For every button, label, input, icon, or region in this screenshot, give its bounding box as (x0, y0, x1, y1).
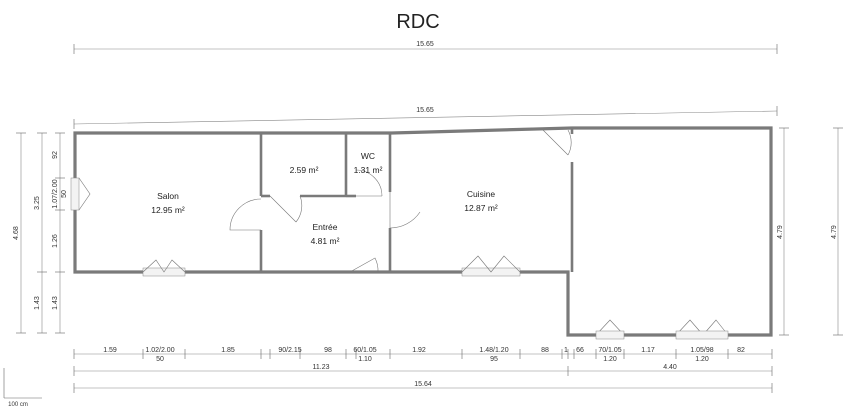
window-salon-bottom-sash (142, 259, 186, 273)
bottom-dim-row3: 15.64 (414, 381, 432, 388)
top-dimension-inner: 15.65 (73, 106, 778, 129)
bottom-row1-sublabel: 1.10 (358, 356, 372, 363)
bottom-row1-sublabel: 1.20 (603, 356, 617, 363)
bottom-row1-label: 1.59 (103, 347, 117, 354)
window-cuisine-bottom-sash (461, 255, 521, 273)
room-storage-area: 2.59 m² (290, 165, 319, 175)
top-dimension-outer: 15.65 (73, 41, 778, 54)
bottom-row1-label: 82 (737, 347, 745, 354)
bottom-dim-row2-right: 4.40 (663, 364, 677, 371)
left-dim-in-2: 1.07/2.00 (52, 179, 59, 208)
door-bottom-right (675, 319, 729, 336)
interior-walls (259, 128, 574, 272)
top-dim-outer-label: 15.65 (416, 41, 434, 48)
right-dim-outer: 4.79 (831, 225, 838, 239)
bottom-row1-sublabel: 50 (156, 356, 164, 363)
room-cuisine-name: Cuisine (467, 189, 496, 199)
bottom-row1-label: 98 (324, 347, 332, 354)
bottom-row1-label: 1.17 (641, 347, 655, 354)
left-dim-in-4: 1.26 (52, 234, 59, 248)
room-entree-name: Entrée (312, 222, 337, 232)
window-salon-left-sash (78, 177, 91, 211)
bottom-dimension-row1: 1.59 1.02/2.00 1.85 90/2.15 98 60/1.05 1.92 1.4… (73, 347, 773, 363)
left-dim-mid-2: 1.43 (34, 296, 41, 310)
room-wc-name: WC (361, 151, 375, 161)
door-front (349, 257, 379, 273)
scale-bar: 100 cm (3, 368, 42, 408)
room-wc-area: 1.31 m² (354, 165, 383, 175)
door-right-room (542, 129, 572, 156)
door-storage (229, 198, 262, 231)
bottom-dimension-row3: 15.64 (73, 381, 773, 393)
left-dim-in-3: 50 (61, 190, 68, 198)
bottom-row1-label: 90/2.15 (278, 347, 301, 354)
door-entree (269, 195, 303, 223)
window-right-bottom-left (595, 330, 625, 340)
bottom-row1-label: 1.48/1.20 (479, 347, 508, 354)
room-salon-name: Salon (157, 191, 179, 201)
door-cuisine (389, 192, 421, 229)
left-dimensions: 4.68 3.25 1.43 92 1.07/2.00 50 1.26 1.43 (13, 132, 68, 334)
right-dim-inner: 4.79 (777, 225, 784, 239)
bottom-row1-sublabel: 95 (490, 356, 498, 363)
door-bottom-mid (595, 319, 625, 336)
left-dim-mid-1: 3.25 (34, 196, 41, 210)
plan-title: RDC (396, 11, 439, 33)
right-dimensions: 4.79 4.79 (777, 127, 843, 336)
windows (70, 177, 729, 340)
room-salon-area: 12.95 m² (151, 205, 185, 215)
bottom-row1-label: 1.85 (221, 347, 235, 354)
bottom-row1-label: 70/1.05 (598, 347, 621, 354)
room-cuisine-area: 12.87 m² (464, 203, 498, 213)
left-dim-in-5: 1.43 (52, 296, 59, 310)
door-wc (355, 169, 383, 197)
bottom-dimension-row2: 11.23 4.40 (73, 364, 773, 376)
bottom-row1-label: 1.02/2.00 (145, 347, 174, 354)
scale-label: 100 cm (8, 402, 28, 408)
bottom-dim-row2-left: 11.23 (313, 364, 330, 371)
left-dim-outer: 4.68 (13, 226, 20, 240)
room-labels: Salon 12.95 m² 2.59 m² WC 1.31 m² Entrée… (151, 151, 498, 246)
room-entree-area: 4.81 m² (311, 236, 340, 246)
bottom-row1-label: 1 (564, 347, 568, 354)
bottom-row1-label: 1.05/98 (690, 347, 713, 354)
exterior-wall (73, 126, 773, 337)
window-right-bottom (675, 330, 729, 340)
top-dim-inner-label: 15.65 (416, 107, 434, 114)
bottom-row1-label: 60/1.05 (353, 347, 376, 354)
bottom-row1-label: 88 (541, 347, 549, 354)
doors (229, 129, 729, 336)
bottom-row1-label: 1.92 (412, 347, 426, 354)
bottom-row1-sublabel: 1.20 (695, 356, 709, 363)
left-dim-in-1: 92 (52, 151, 59, 159)
window-salon-left (70, 177, 80, 211)
bottom-row1-label: 66 (576, 347, 584, 354)
